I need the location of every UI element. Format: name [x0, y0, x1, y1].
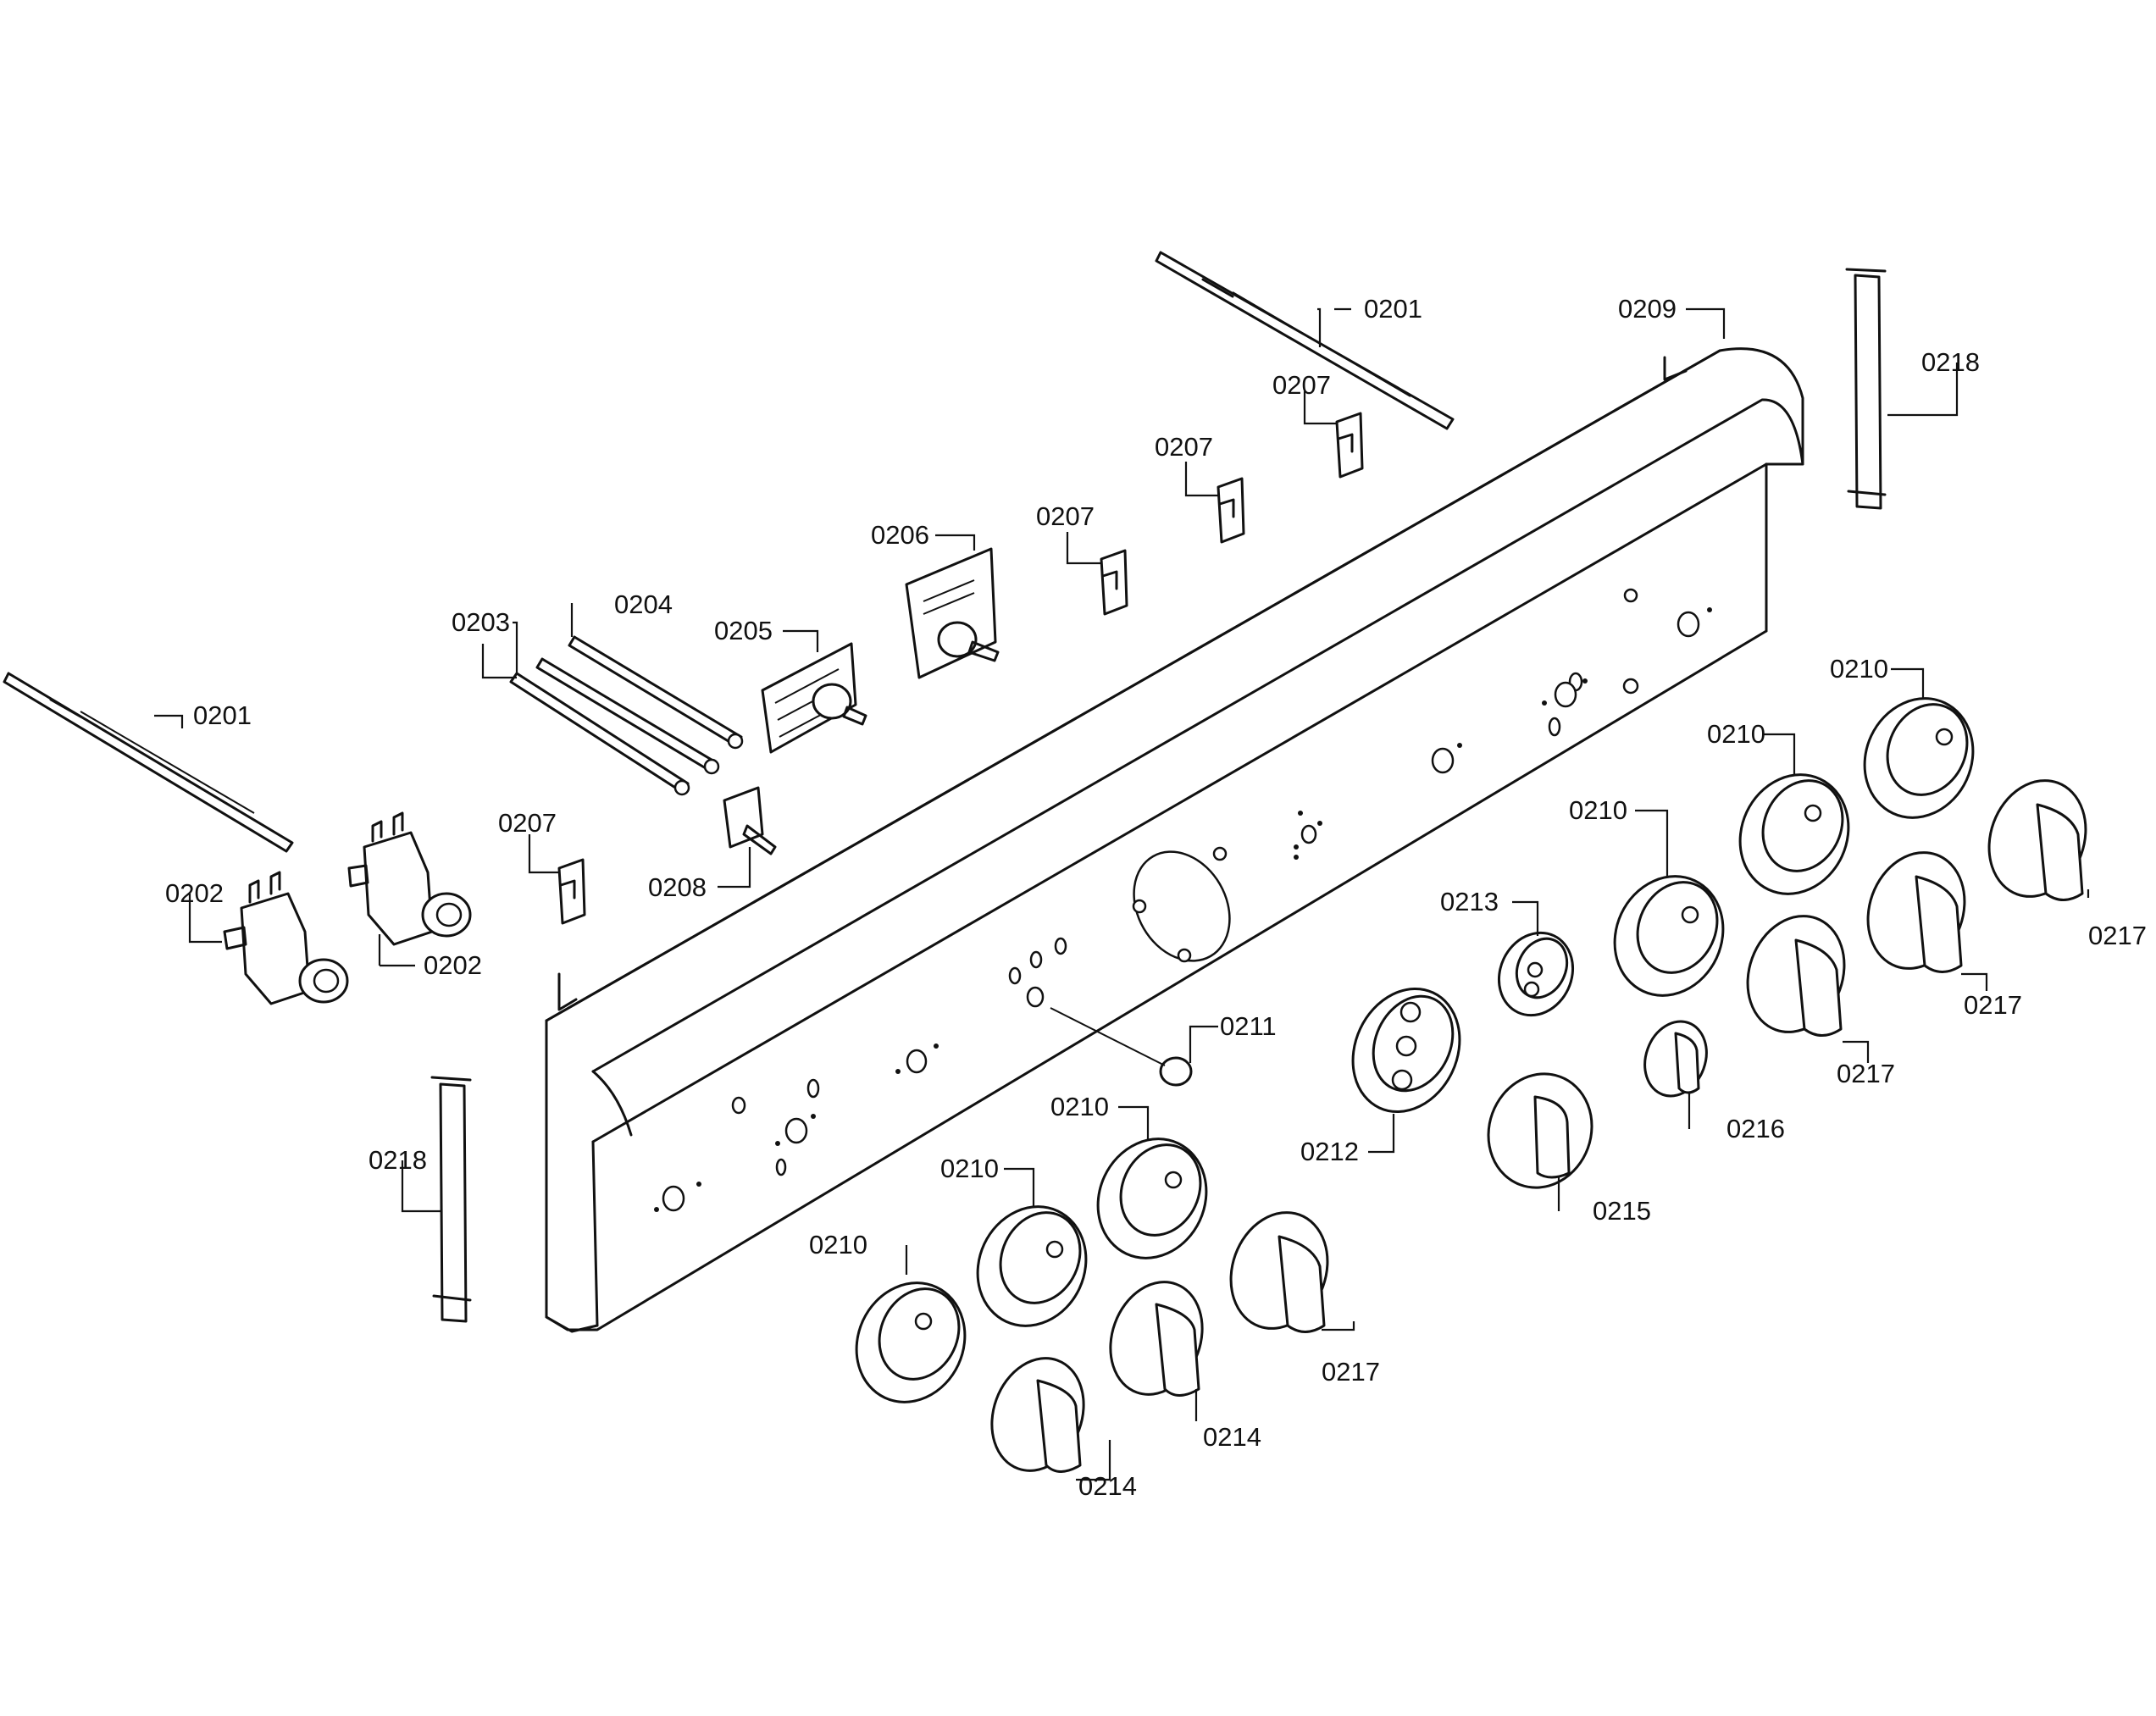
leader-lines — [154, 307, 2090, 1481]
display-ring-0212[interactable] — [1333, 971, 1479, 1130]
callout-0211: 0211 — [1220, 1011, 1277, 1041]
rod-0201-right[interactable] — [1155, 251, 1455, 430]
callout-0214-a: 0214 — [1078, 1471, 1137, 1501]
callout-0210-c: 0210 — [1050, 1092, 1109, 1121]
callout-0210-d: 0210 — [1569, 795, 1627, 825]
callout-0210-b: 0210 — [940, 1154, 999, 1183]
switch-0207-c[interactable] — [1217, 477, 1245, 544]
callout-0210-e: 0210 — [1707, 719, 1765, 749]
callout-0207-b: 0207 — [1036, 501, 1095, 531]
callout-0201-left: 0201 — [193, 700, 252, 730]
bracket-0218-left[interactable] — [430, 1076, 472, 1323]
rocker-switch-0208[interactable] — [723, 786, 777, 855]
knob-0217-c[interactable] — [1852, 839, 1980, 982]
bracket-0218-right[interactable] — [1845, 268, 1887, 510]
knob-0217-d[interactable] — [1973, 767, 2101, 910]
callout-0217-c: 0217 — [1964, 990, 2022, 1020]
callout-0212: 0212 — [1300, 1137, 1359, 1166]
bezel-0210-a[interactable] — [837, 1265, 984, 1420]
switch-0207-a[interactable] — [557, 858, 586, 925]
bezel-0210-d[interactable] — [1595, 859, 1742, 1014]
knob-0215[interactable] — [1472, 1060, 1607, 1203]
callout-0218-left: 0218 — [369, 1145, 427, 1175]
rod-0201-left[interactable] — [3, 672, 294, 853]
callout-0208: 0208 — [648, 872, 707, 902]
rod-0204[interactable] — [568, 635, 744, 750]
knob-0217-b[interactable] — [1732, 902, 1859, 1045]
callout-0214-b: 0214 — [1203, 1422, 1261, 1452]
callout-0217-b: 0217 — [1837, 1059, 1895, 1088]
valve-0202-left[interactable] — [223, 871, 349, 1005]
callout-0213: 0213 — [1440, 887, 1499, 916]
callout-0201-right: 0201 — [1364, 294, 1422, 324]
ring-0213[interactable] — [1486, 921, 1586, 1027]
callout-0215: 0215 — [1593, 1196, 1651, 1226]
callout-0210-a: 0210 — [809, 1230, 867, 1259]
callout-0203: 0203 — [452, 607, 510, 637]
callout-0209: 0209 — [1618, 294, 1677, 324]
callout-0207-a: 0207 — [498, 808, 557, 838]
callout-labels: 0201 0201 0202 0202 0203 0204 0205 0206 … — [165, 294, 2147, 1501]
control-module-0206[interactable] — [905, 547, 1000, 679]
callout-0217-a: 0217 — [1322, 1357, 1380, 1387]
callout-0206: 0206 — [871, 520, 929, 550]
control-module-0205[interactable] — [761, 642, 867, 754]
bezel-0210-c[interactable] — [1078, 1121, 1225, 1276]
callout-0216: 0216 — [1726, 1114, 1785, 1143]
rod-0203-a[interactable] — [509, 672, 690, 796]
callout-0218-right: 0218 — [1921, 347, 1980, 377]
bezel-0210-e[interactable] — [1721, 757, 1867, 912]
bezel-0210-b[interactable] — [958, 1189, 1105, 1344]
callout-0210-f: 0210 — [1830, 654, 1888, 684]
switch-0207-d[interactable] — [1335, 412, 1364, 479]
callout-0217-d: 0217 — [2088, 921, 2147, 950]
bezel-0210-f[interactable] — [1845, 681, 1992, 836]
knob-0216[interactable] — [1635, 1013, 1717, 1105]
switch-0207-b[interactable] — [1100, 549, 1128, 616]
callout-0202-left: 0202 — [165, 878, 224, 908]
control-panel-0209[interactable] — [545, 347, 1804, 1333]
rod-0203-b[interactable] — [535, 657, 720, 775]
callout-0202-right: 0202 — [424, 950, 482, 980]
callout-0207-c: 0207 — [1155, 432, 1213, 462]
callout-0205: 0205 — [714, 616, 773, 645]
knob-0214-a[interactable] — [977, 1345, 1099, 1483]
valve-0202-right[interactable] — [347, 811, 472, 946]
knob-0217-a[interactable] — [1215, 1198, 1343, 1342]
callout-0207-d: 0207 — [1272, 370, 1331, 400]
callout-0204: 0204 — [614, 590, 673, 619]
knob-0214-b[interactable] — [1095, 1269, 1217, 1407]
light-0211[interactable] — [1050, 1007, 1193, 1087]
